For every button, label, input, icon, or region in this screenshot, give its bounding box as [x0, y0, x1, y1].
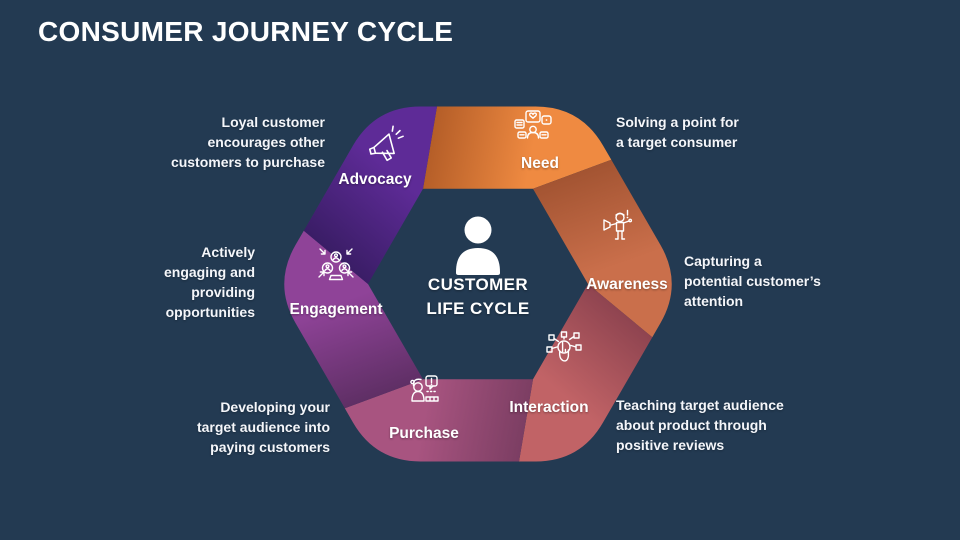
stage-label-advocacy: Advocacy	[338, 171, 412, 188]
person-icon	[456, 216, 500, 275]
page-title: CONSUMER JOURNEY CYCLE	[38, 16, 454, 47]
stage-label-purchase: Purchase	[389, 425, 459, 442]
ribbon-segment-advocacy	[303, 106, 437, 284]
center-title-line2: LIFE CYCLE	[426, 299, 529, 318]
stage-label-interaction: Interaction	[509, 399, 588, 416]
conversation-icon	[514, 110, 552, 139]
ribbon-segment-interaction	[519, 284, 653, 462]
shopper-icon	[410, 375, 439, 402]
description-purchase: Developing your target audience into pay…	[196, 399, 330, 455]
center-title-line1: CUSTOMER	[428, 275, 528, 294]
ribbon-segment-purchase	[344, 379, 533, 462]
ribbon-segment-engagement	[284, 230, 423, 409]
community-icon	[318, 248, 354, 281]
touch-network-icon	[546, 331, 582, 362]
description-awareness: Capturing a potential customer’s attenti…	[684, 253, 821, 309]
stage-label-engagement: Engagement	[289, 301, 382, 318]
description-advocacy: Loyal customer encourages other customer…	[170, 114, 325, 170]
ribbon-segment-awareness	[533, 159, 672, 338]
announcer-icon	[603, 209, 633, 240]
description-need: Solving a point for a target consumer	[616, 114, 739, 150]
description-interaction: Teaching target audience about product t…	[616, 397, 784, 453]
stage-label-awareness: Awareness	[586, 276, 668, 293]
megaphone-icon	[368, 125, 404, 162]
ribbon-segment-need	[423, 106, 612, 189]
stage-label-need: Need	[521, 155, 559, 172]
description-engagement: Actively engaging and providing opportun…	[164, 244, 255, 320]
